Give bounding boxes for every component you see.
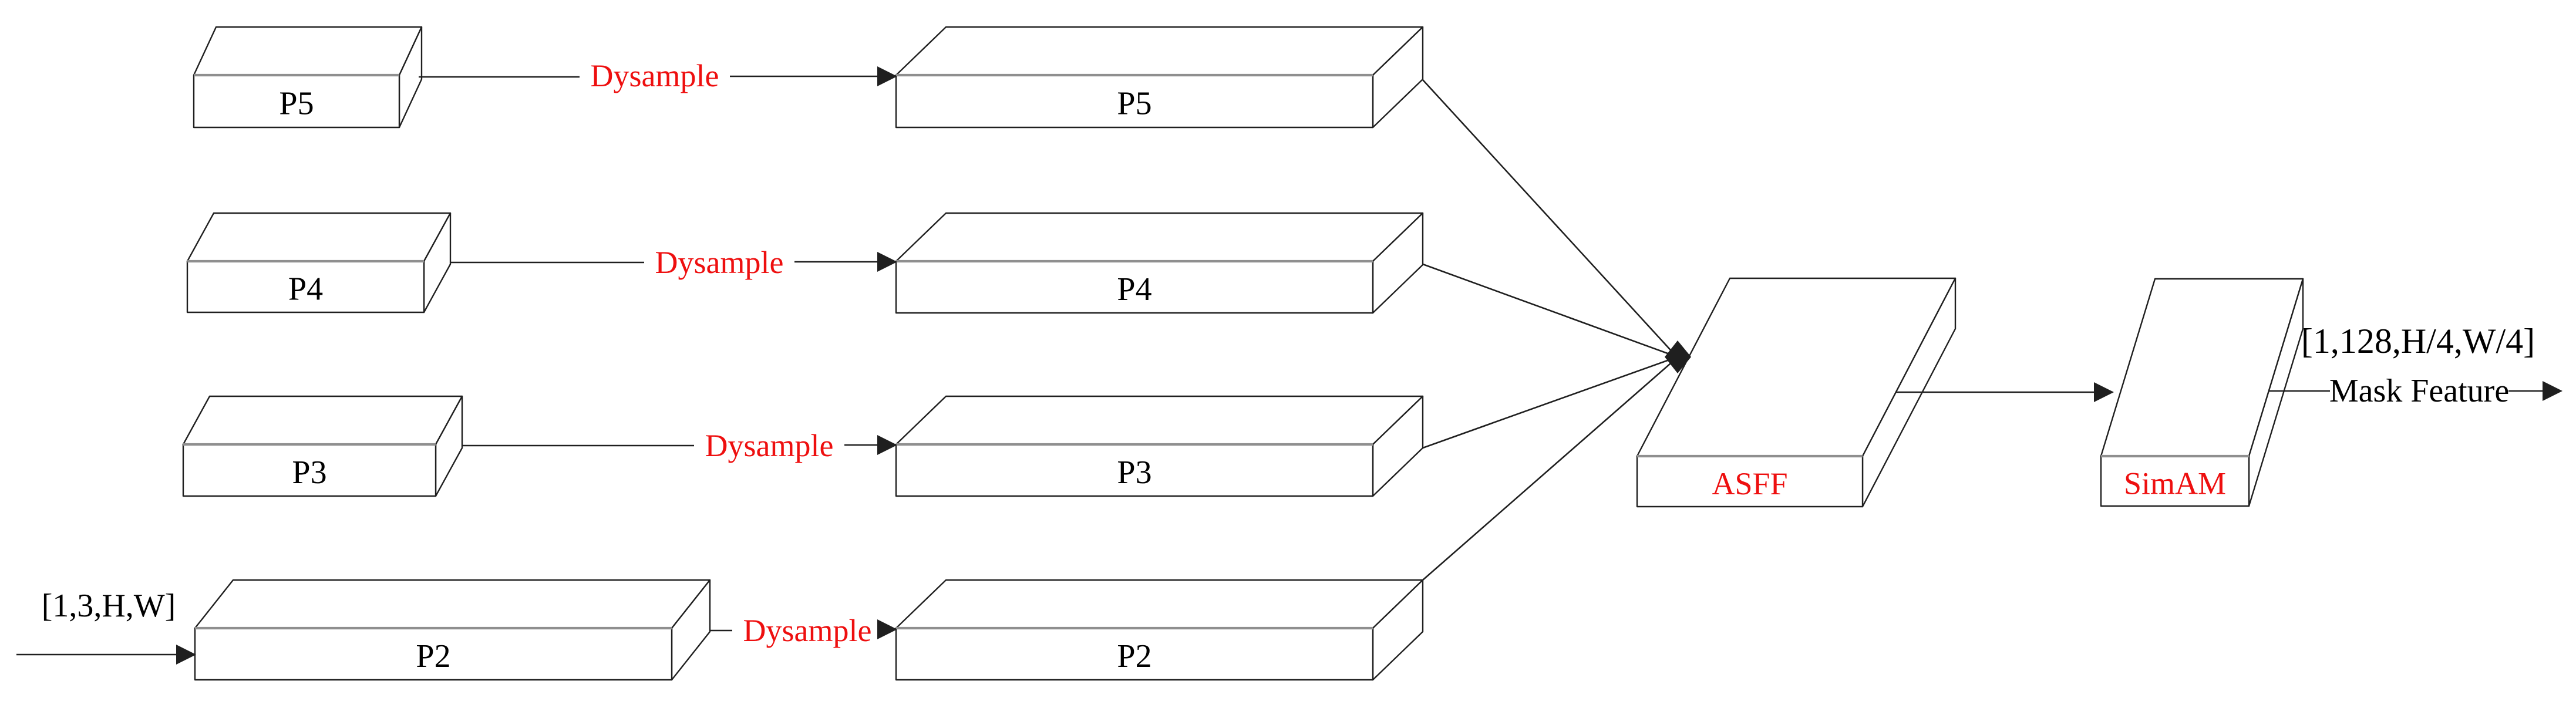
box-p2-input: P2: [194, 579, 711, 681]
box-top-face: [1636, 277, 1957, 457]
box-p4-upsampled: P4: [895, 212, 1424, 314]
box-label-simam: SimAM: [2124, 466, 2226, 501]
box-label-p2-input: P2: [416, 638, 450, 675]
merge-line-p3: [1422, 357, 1675, 449]
dysample-arrow-p3: Dysample: [462, 428, 897, 463]
box-p5-upsampled: P5: [895, 26, 1424, 129]
box-label-asff: ASFF: [1712, 466, 1787, 501]
box-top-face: [895, 212, 1424, 262]
merge-line-p4: [1422, 263, 1675, 357]
box-label-p3-upsampled: P3: [1117, 454, 1151, 491]
box-top-face: [194, 579, 711, 629]
box-top-face: [182, 395, 463, 446]
box-top-face: [193, 26, 423, 76]
dysample-arrow-p4-label: Dysample: [655, 245, 784, 280]
dysample-arrow-p5-label: Dysample: [591, 58, 719, 93]
box-label-p5-upsampled: P5: [1117, 86, 1151, 122]
dysample-arrow-p5: Dysample: [419, 58, 897, 93]
dysample-arrow-p2-label: Dysample: [743, 613, 872, 648]
box-label-p2-upsampled: P2: [1117, 638, 1151, 675]
box-label-p5-input: P5: [279, 86, 314, 122]
box-p2-upsampled: P2: [895, 579, 1424, 681]
output-shape-label: [1,128,H/4,W/4]: [2301, 322, 2535, 360]
box-p3-upsampled: P3: [895, 395, 1424, 497]
dysample-arrow-p3-label: Dysample: [705, 428, 834, 463]
dysample-arrow-p4: Dysample: [450, 245, 897, 280]
connector-line: [1422, 79, 1676, 356]
box-label-p4-input: P4: [288, 271, 323, 308]
box-top-face: [895, 395, 1424, 446]
box-p5-input: P5: [193, 26, 423, 129]
connector-line: [1422, 357, 1675, 449]
box-top-face: [895, 26, 1424, 76]
merge-line-p2: [1422, 359, 1676, 581]
connector-line: [1422, 263, 1675, 357]
box-top-face: [895, 579, 1424, 629]
box-label-p4-upsampled: P4: [1117, 271, 1151, 308]
mask-feature-label: Mask Feature: [2329, 373, 2509, 409]
dysample-arrow-p2: Dysample: [710, 613, 897, 648]
box-simam: SimAM: [2100, 278, 2304, 507]
box-p3-input: P3: [182, 395, 463, 497]
merge-line-p5: [1422, 79, 1676, 356]
connector-line: [1422, 359, 1676, 581]
input-shape-label: [1,3,H,W]: [42, 588, 176, 624]
box-label-p3-input: P3: [292, 454, 326, 491]
box-p4-input: P4: [186, 212, 452, 313]
feature-merge-point: [1665, 340, 1691, 373]
box-top-face: [186, 212, 452, 262]
